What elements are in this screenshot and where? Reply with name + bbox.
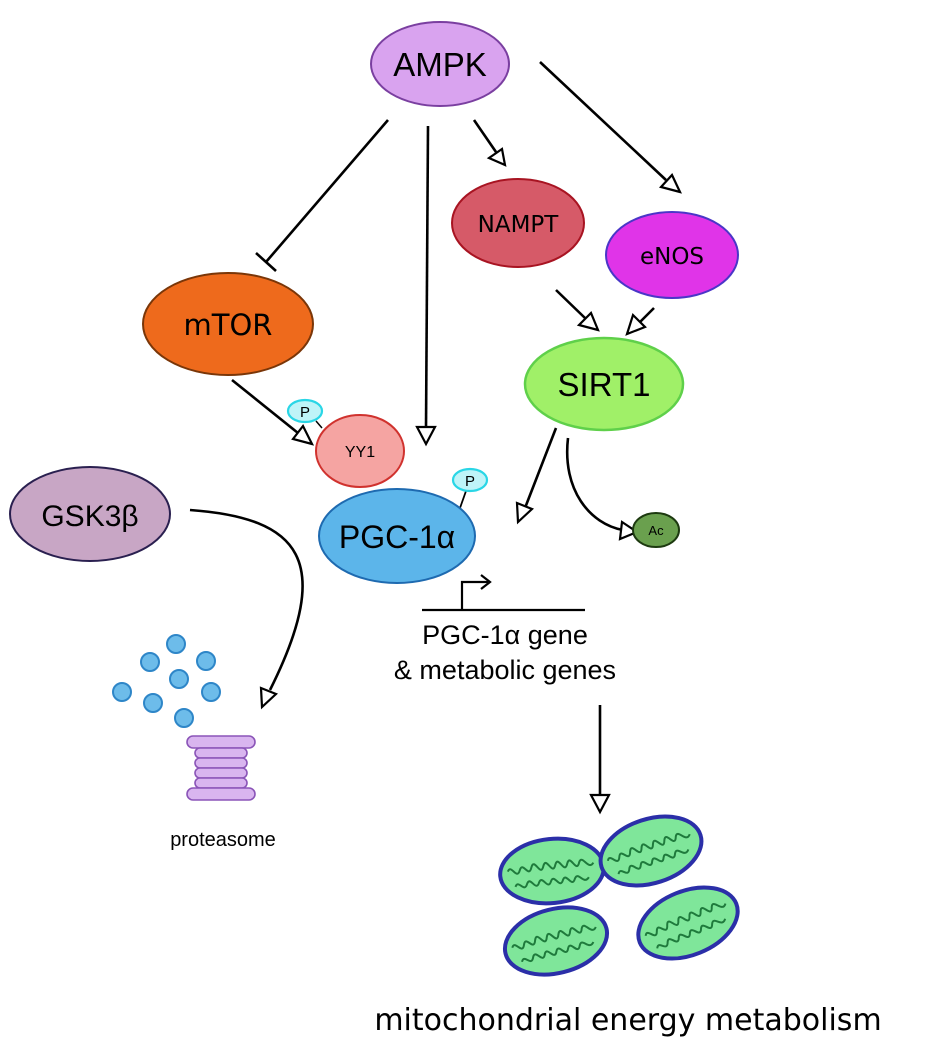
proteasome-subunit	[166, 634, 186, 654]
edge-ampk-inhibits-mtor	[255, 119, 389, 272]
node-yy1: YY1	[315, 414, 405, 488]
sirt1-label: SIRT1	[558, 366, 651, 403]
yy1-label: YY1	[345, 444, 375, 461]
proteasome-subunit	[140, 652, 160, 672]
node-pgc1a: PGC-1α	[318, 488, 476, 584]
node-mtor: mTOR	[142, 272, 314, 376]
mitochondrion	[589, 802, 713, 900]
proteasome-subunit	[112, 682, 132, 702]
mtor-label: mTOR	[184, 308, 273, 342]
node-gsk3b: GSK3β	[9, 466, 171, 562]
edge-gsk3b-to-proteasome	[189, 508, 304, 710]
node-nampt: NAMPT	[451, 178, 585, 268]
proteasome-subunit	[196, 651, 216, 671]
nampt-label: NAMPT	[478, 212, 560, 238]
node-sirt1: SIRT1	[523, 336, 685, 432]
genes-label-line1: PGC-1α gene	[422, 620, 588, 650]
proteasome-subunit	[201, 682, 221, 702]
mitochondrion	[494, 831, 610, 911]
gsk3b-label: GSK3β	[41, 500, 138, 533]
node-enos: eNOS	[605, 211, 739, 299]
edge-sirt1-to-ac	[565, 437, 640, 541]
p-pgc1a-label: P	[465, 473, 475, 490]
edge-ampk-to-pgc1a	[415, 125, 437, 447]
edge-genes-to-mitochondria	[589, 705, 611, 815]
ac-label: Ac	[648, 523, 664, 538]
edge-nampt-to-sirt1	[555, 289, 600, 332]
p-yy1-label: P	[300, 404, 310, 421]
ampk-label: AMPK	[393, 46, 487, 83]
mitochondrion	[495, 895, 617, 987]
edge-enos-to-sirt1	[625, 307, 655, 336]
edges	[189, 61, 682, 815]
genes-label-line2: & metabolic genes	[394, 655, 616, 685]
mitochondrion	[625, 871, 751, 975]
proteasome-subunit	[174, 708, 194, 728]
edge-ampk-to-enos	[539, 61, 682, 194]
mitochondria	[494, 802, 751, 987]
proteasome-icon	[186, 735, 256, 801]
edge-mtor-to-yy1	[231, 378, 315, 446]
proteasome-subunit	[169, 669, 189, 689]
node-p-pgc1a: P	[451, 467, 489, 493]
proteasome-subunit	[143, 693, 163, 713]
edge-ampk-to-nampt	[472, 119, 507, 167]
gene-promoter	[422, 574, 585, 612]
mito-label: mitochondrial energy metabolism	[374, 1003, 881, 1038]
proteasome-subunits	[112, 634, 221, 728]
node-p-yy1: P	[286, 398, 324, 429]
proteasome-label: proteasome	[170, 829, 276, 851]
edge-sirt1-to-pgc1a	[515, 427, 558, 525]
enos-label: eNOS	[640, 244, 704, 270]
node-ampk: AMPK	[370, 21, 510, 107]
node-ac: Ac	[632, 512, 680, 548]
pgc1a-label: PGC-1α	[339, 519, 455, 555]
